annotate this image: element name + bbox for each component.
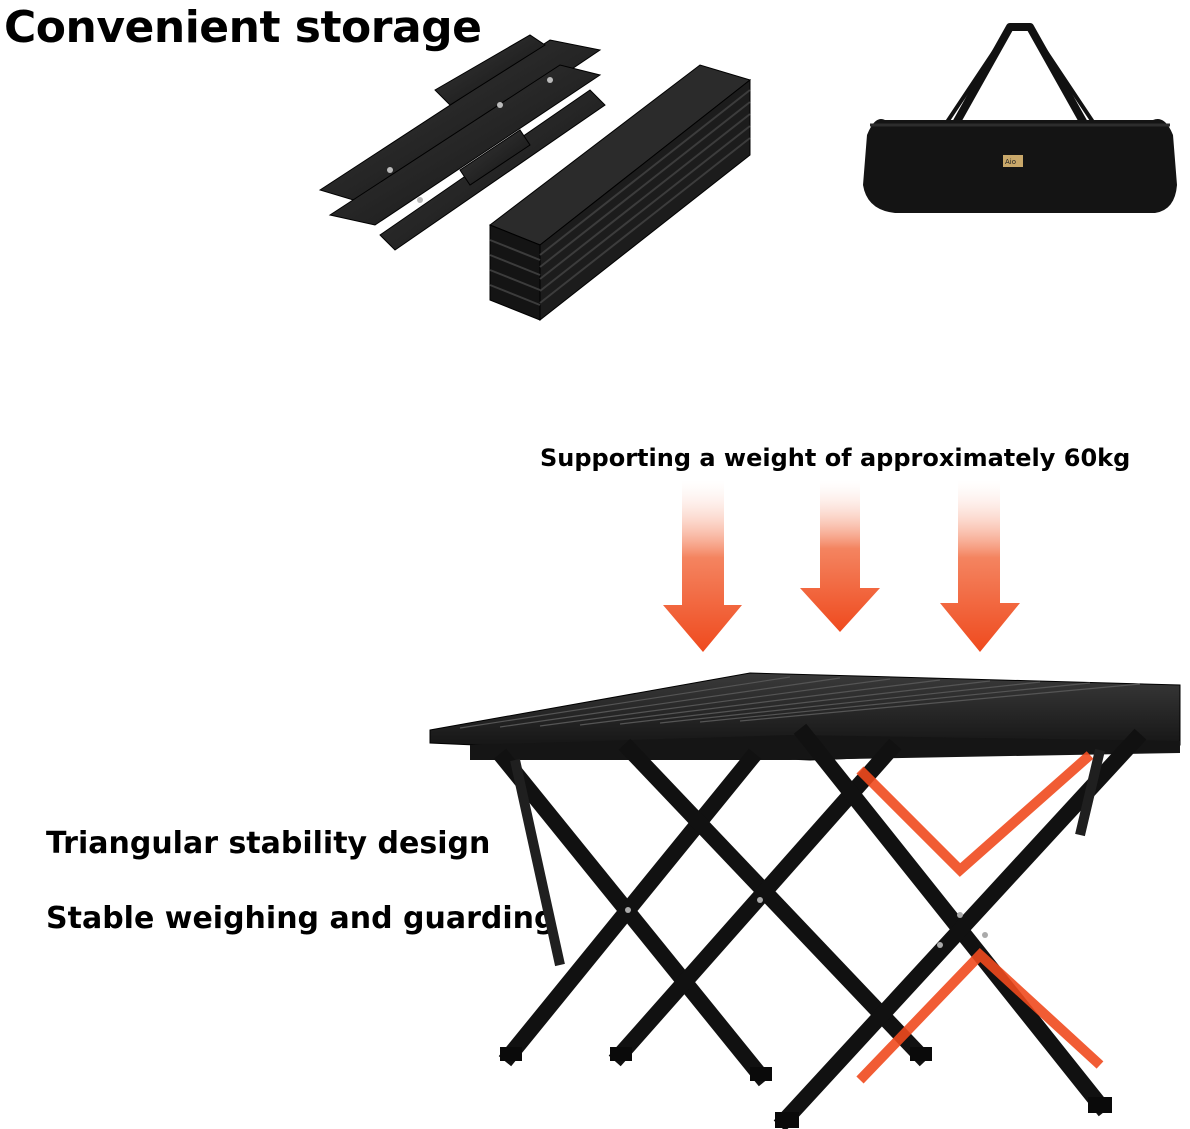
bag-logo-text: Aio: [1005, 158, 1016, 166]
rolled-tabletop-image: [488, 64, 752, 322]
chevron-down-accent-icon: [856, 948, 1104, 1084]
page-title: Convenient storage: [4, 2, 482, 53]
carry-bag-image: Aio: [863, 23, 1177, 213]
down-arrow-icon: [663, 480, 742, 652]
folded-frame-image: [318, 34, 606, 251]
weight-capacity-label: Supporting a weight of approximately 60k…: [540, 444, 1131, 472]
table-image: [429, 672, 1181, 1129]
feature-label-stability: Triangular stability design: [46, 826, 491, 861]
chevron-up-accent-icon: [856, 751, 1094, 877]
down-arrow-icon: [940, 480, 1020, 652]
load-arrows: [663, 480, 1020, 652]
down-arrow-icon: [800, 480, 880, 632]
feature-label-weighing: Stable weighing and guarding: [46, 901, 556, 936]
bag-logo-tag: [1003, 155, 1023, 167]
